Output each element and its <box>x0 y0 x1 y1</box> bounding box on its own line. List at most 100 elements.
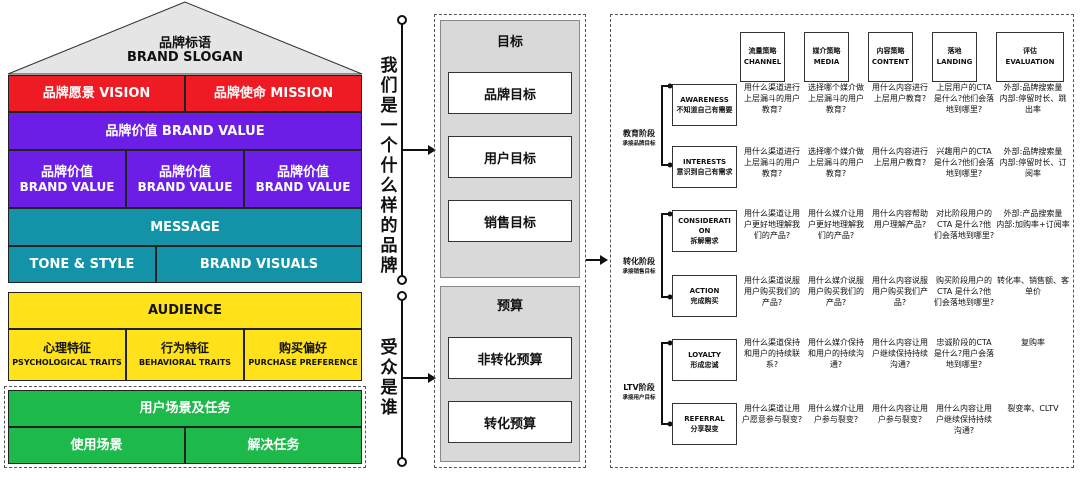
header-landing: 落地 LANDING <box>932 32 977 82</box>
table-cell: 用什么渠道说服用户购买我们的产品? <box>744 276 800 307</box>
goal-sales: 销售目标 <box>448 200 572 242</box>
row-label-referral: REFERRAL 分享裂变 <box>672 403 737 445</box>
solve-task: 解决任务 <box>185 427 362 464</box>
pyramid-roof <box>7 1 363 75</box>
brand-vision: 品牌愿景 VISION <box>8 75 185 112</box>
brand-value-3-en: BRAND VALUE <box>255 179 351 194</box>
goal-user: 用户目标 <box>448 136 572 178</box>
trait-purchase: 购买偏好 PURCHASE PREFERENCE <box>244 329 362 381</box>
brand-mission: 品牌使命 MISSION <box>185 75 362 112</box>
row-label-cn: 完成购买 <box>690 297 719 305</box>
brand-visuals-label: BRAND VISUALS <box>199 257 319 272</box>
table-cell: 复购率 <box>1021 338 1045 347</box>
message-label: MESSAGE <box>150 219 220 235</box>
table-cell: 用什么内容让用户参与裂变? <box>872 404 928 424</box>
brand-value-2-en: BRAND VALUE <box>137 179 233 194</box>
trait-psychological-en: PSYCHOLOGICAL TRAITS <box>12 357 122 367</box>
row-label-en: REFERRAL <box>684 415 725 423</box>
trait-psychological-cn: 心理特征 <box>42 340 91 355</box>
table-cell: 用什么内容帮助用户理解产品? <box>872 209 928 229</box>
goals-panel: 目标 品牌目标 用户目标 销售目标 <box>440 20 580 278</box>
trait-behavioral: 行为特征 BEHAVIORAL TRAITS <box>126 329 244 381</box>
row-label-en: ACTION <box>689 287 720 295</box>
brand-question-char: 个 <box>380 136 398 156</box>
row-label-en: LOYALTY <box>688 351 721 359</box>
brand-mission-label: 品牌使命 MISSION <box>213 86 334 101</box>
brand-question-char: 一 <box>380 116 398 136</box>
stage-education-name: 教育阶段 <box>623 129 655 138</box>
header-evaluation-en: EVALUATION <box>1005 58 1055 66</box>
trait-purchase-en: PURCHASE PREFERENCE <box>248 357 358 367</box>
row-label-cn: 意识到自己有需求 <box>676 168 733 176</box>
brand-visuals: BRAND VISUALS <box>156 246 362 283</box>
brand-value-main-label: 品牌价值 BRAND VALUE <box>105 123 265 139</box>
table-cell: 用什么渠道进行上层漏斗的用户教育? <box>744 147 800 178</box>
brand-value-3: 品牌价值 BRAND VALUE <box>244 150 362 208</box>
row-label-loyalty: LOYALTY 形成忠诚 <box>672 339 737 381</box>
stage-conversion-name: 转化阶段 <box>623 257 655 266</box>
table-cell: 外部:品牌搜索量 内部:停留时长、跳出率 <box>999 83 1067 114</box>
row-label-cn: 拆解需求 <box>690 237 719 245</box>
table-cell: 用什么媒介说服用户购买我们的产品? <box>808 276 864 307</box>
audience-question-char: 谁 <box>380 398 398 418</box>
table-cell: 用什么渠道保持和用户的持续联系? <box>744 338 800 369</box>
header-landing-en: LANDING <box>936 58 973 66</box>
tone-style: TONE & STYLE <box>8 246 156 283</box>
goals-title: 目标 <box>496 35 523 50</box>
audience-question-char: 众 <box>380 358 398 378</box>
tone-style-label: TONE & STYLE <box>29 257 135 272</box>
header-media-en: MEDIA <box>813 58 840 66</box>
table-cell: 用什么内容说服用户购买我们产品? <box>872 276 928 307</box>
brand-value-1: 品牌价值 BRAND VALUE <box>8 150 126 208</box>
header-evaluation-cn: 评估 <box>1023 47 1037 55</box>
brand-question-char: 的 <box>380 216 398 236</box>
header-media: 媒介策略 MEDIA <box>804 32 849 82</box>
header-channel-en: CHANNEL <box>743 58 782 66</box>
table-cell: 选择哪个媒介做上层漏斗的用户教育? <box>808 147 864 178</box>
table-cell: 用什么渠道让用户愿意参与裂变? <box>741 404 803 424</box>
table-cell: 用什么内容让用户继续保持持续沟通? <box>936 404 992 435</box>
table-cell: 用什么媒介保持和用户的持续沟通? <box>808 338 864 369</box>
table-cell: 选择哪个媒介做上层漏斗的用户教育? <box>808 83 864 114</box>
table-cell: 兴趣用户的CTA 是什么?他们会落地到哪里? <box>933 147 995 178</box>
table-cell: 转化率、销售额、客单价 <box>997 276 1069 296</box>
row-label-interests: INTERESTS 意识到自己有需求 <box>672 146 737 188</box>
row-label-en: INTERESTS <box>682 158 727 166</box>
table-cell: 购买阶段用户的 CTA 是什么?他们会落地到哪里? <box>933 276 995 307</box>
brand-slogan-en: BRAND SLOGAN <box>126 49 244 65</box>
strategy-table-frame <box>610 14 1074 468</box>
table-cell: 用什么内容进行上层用户教育? <box>872 83 928 103</box>
goals-budget-frame <box>434 14 586 468</box>
brand-question-char: 牌 <box>380 256 398 276</box>
table-cell: 对比阶段用户的 CTA 是什么?他们会落地到哪里? <box>933 209 995 240</box>
stage-ltv-name: LTV阶段 <box>623 383 655 392</box>
brand-question: 我 们 是 一 个 什 么 样 的 品 牌 <box>377 56 401 276</box>
trait-behavioral-en: BEHAVIORAL TRAITS <box>138 357 232 367</box>
brand-value-2-cn: 品牌价值 <box>158 164 211 180</box>
usage-scenario-label: 使用场景 <box>70 438 123 453</box>
budget-conversion: 转化预算 <box>448 401 572 443</box>
stage-ltv: LTV阶段 承接用户目标 <box>612 382 666 404</box>
audience-question-char: 受 <box>380 338 398 358</box>
row-label-cn: 形成忠诚 <box>690 361 719 369</box>
header-channel: 流量策略 CHANNEL <box>740 32 785 82</box>
table-cell: 用什么媒介让用户更好地理解我们的产品? <box>808 209 864 240</box>
row-label-action: ACTION 完成购买 <box>672 275 737 317</box>
budget-title: 预算 <box>496 299 523 314</box>
table-cell: 裂变率、CLTV <box>1007 404 1059 413</box>
row-label-cn: 不知道自己有需要 <box>676 106 733 114</box>
row-label-en: AWARENESS <box>680 96 729 104</box>
stage-education: 教育阶段 承接品牌目标 <box>612 128 666 150</box>
brand-value-1-en: BRAND VALUE <box>19 179 115 194</box>
audience-question-char: 是 <box>380 378 398 398</box>
budget-non-conversion: 非转化预算 <box>448 337 572 379</box>
table-cell: 用什么渠道让用户更好地理解我们的产品? <box>744 209 800 240</box>
table-cell: 用什么内容让用户继续保持持续沟通? <box>872 338 928 369</box>
header-content-cn: 内容策略 <box>876 47 905 55</box>
header-channel-cn: 流量策略 <box>748 47 777 55</box>
brand-question-char: 是 <box>380 96 398 116</box>
stage-conversion-sub: 承接销售目标 <box>622 269 656 275</box>
table-cell: 用什么媒介让用户参与裂变? <box>808 404 864 424</box>
scenario-frame <box>4 386 366 468</box>
brand-slogan: 品牌标语 BRAND SLOGAN <box>110 30 260 70</box>
